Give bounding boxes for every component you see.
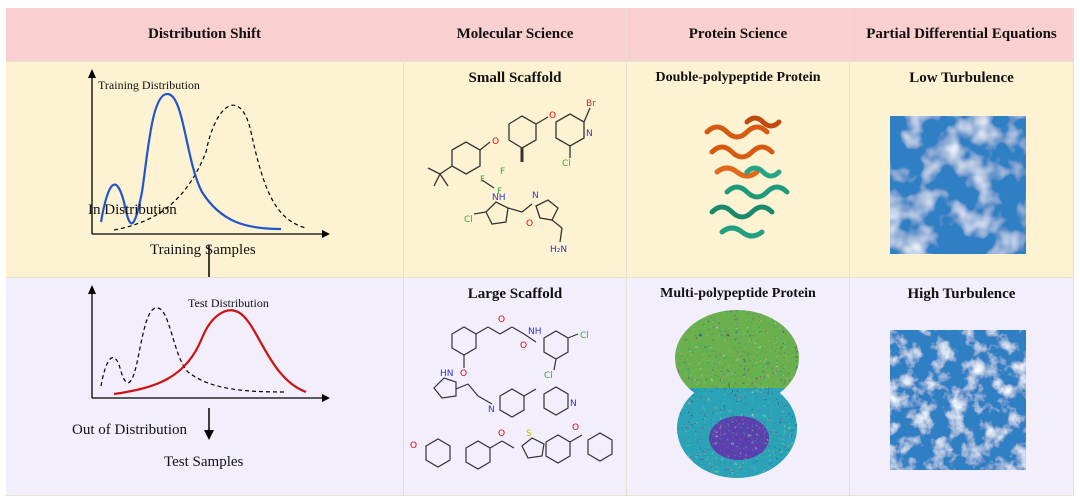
header-pde: Partial Differential Equations xyxy=(850,8,1074,62)
atom-cl: Cl xyxy=(464,215,473,225)
panel-multi-polypeptide: Multi-polypeptide Protein xyxy=(627,278,850,496)
multi-polypeptide-title: Multi-polypeptide Protein xyxy=(660,286,816,301)
atom-o: O xyxy=(492,137,499,147)
header-distribution-shift: Distribution Shift xyxy=(6,8,404,62)
figure-grid: Distribution Shift Molecular Science Pro… xyxy=(6,8,1074,496)
atom-cl: Cl xyxy=(580,331,589,341)
atom-n: N xyxy=(488,405,495,415)
small-scaffold-title: Small Scaffold xyxy=(468,70,562,86)
atom-o: O xyxy=(410,441,417,451)
atom-n: N xyxy=(570,399,577,409)
test-distribution-label: Test Distribution xyxy=(188,296,269,310)
training-distribution-curve xyxy=(99,92,282,231)
panel-large-scaffold: Large Scaffold xyxy=(404,278,627,496)
atom-s: S xyxy=(526,429,532,439)
atom-nh2: H₂N xyxy=(550,245,567,255)
atom-f: F xyxy=(500,167,505,177)
large-scaffold-title: Large Scaffold xyxy=(467,286,563,302)
out-of-distribution-label: Out of Distribution xyxy=(72,422,187,438)
training-distribution-label: Training Distribution xyxy=(98,78,200,92)
double-polypeptide-title: Double-polypeptide Protein xyxy=(655,70,821,85)
atom-n: N xyxy=(586,129,593,139)
atom-o: O xyxy=(498,315,505,325)
in-distribution-label: In Distribution xyxy=(88,202,177,218)
atom-nh: NH xyxy=(528,327,542,337)
panel-double-polypeptide: Double-polypeptide Protein xyxy=(627,62,850,278)
atom-n: N xyxy=(532,191,539,201)
training-distribution-dashed-curve xyxy=(100,307,287,393)
test-distribution-plot xyxy=(88,285,330,440)
high-turbulence-title: High Turbulence xyxy=(907,286,1016,302)
test-samples-label: Test Samples xyxy=(164,454,244,470)
atom-o: O xyxy=(520,341,527,351)
atom-br: Br xyxy=(586,99,596,109)
training-distribution-plot xyxy=(88,69,330,277)
low-turbulence-title: Low Turbulence xyxy=(909,70,1014,86)
panel-low-turbulence: Low Turbulence xyxy=(850,62,1074,278)
atom-o: O xyxy=(549,111,556,121)
panel-out-of-distribution: Test Distribution Out of Distribution Te… xyxy=(6,278,404,496)
atom-o: O xyxy=(498,429,505,439)
atom-hn: HN xyxy=(440,369,454,379)
atom-cl: Cl xyxy=(562,159,571,169)
test-distribution-dashed-curve xyxy=(113,104,307,231)
header-protein-science: Protein Science xyxy=(627,8,850,62)
panel-small-scaffold: Small Scaffold xyxy=(404,62,627,278)
low-turbulence-field xyxy=(890,116,1026,254)
atom-o: O xyxy=(526,219,533,229)
atom-f: F xyxy=(480,175,485,185)
atom-o: O xyxy=(572,423,579,433)
large-scaffold-molecules: O O O NH Cl Cl HN N N O O S O xyxy=(410,315,613,470)
atom-nh: NH xyxy=(492,193,506,203)
atom-cl: Cl xyxy=(544,371,553,381)
panel-in-distribution: Training Distribution In Distribution Tr… xyxy=(6,62,404,278)
training-samples-label: Training Samples xyxy=(150,242,256,258)
multi-polypeptide-structure xyxy=(675,310,799,478)
atom-o: O xyxy=(460,369,467,379)
test-distribution-curve xyxy=(113,309,307,396)
atom-f: F xyxy=(497,187,502,197)
panel-high-turbulence: High Turbulence xyxy=(850,278,1074,496)
small-scaffold-molecules: O O F F F Br N Cl NH Cl N O H₂N xyxy=(427,99,596,255)
double-polypeptide-structure xyxy=(704,115,790,239)
header-molecular-science: Molecular Science xyxy=(404,8,627,62)
high-turbulence-field xyxy=(890,330,1026,470)
